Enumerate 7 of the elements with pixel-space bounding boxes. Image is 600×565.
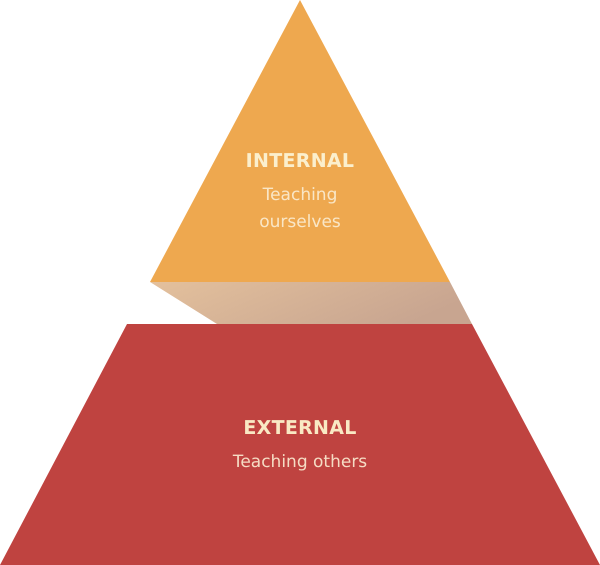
tier-title: EXTERNAL [243, 417, 357, 439]
tier-description: Teaching others [232, 451, 368, 474]
connector-band [150, 282, 472, 324]
tier-description: Teaching ourselves [258, 184, 342, 234]
tier-title: INTERNAL [246, 150, 354, 172]
trapezoid-tier [0, 324, 600, 565]
triangle-tier [150, 0, 450, 282]
